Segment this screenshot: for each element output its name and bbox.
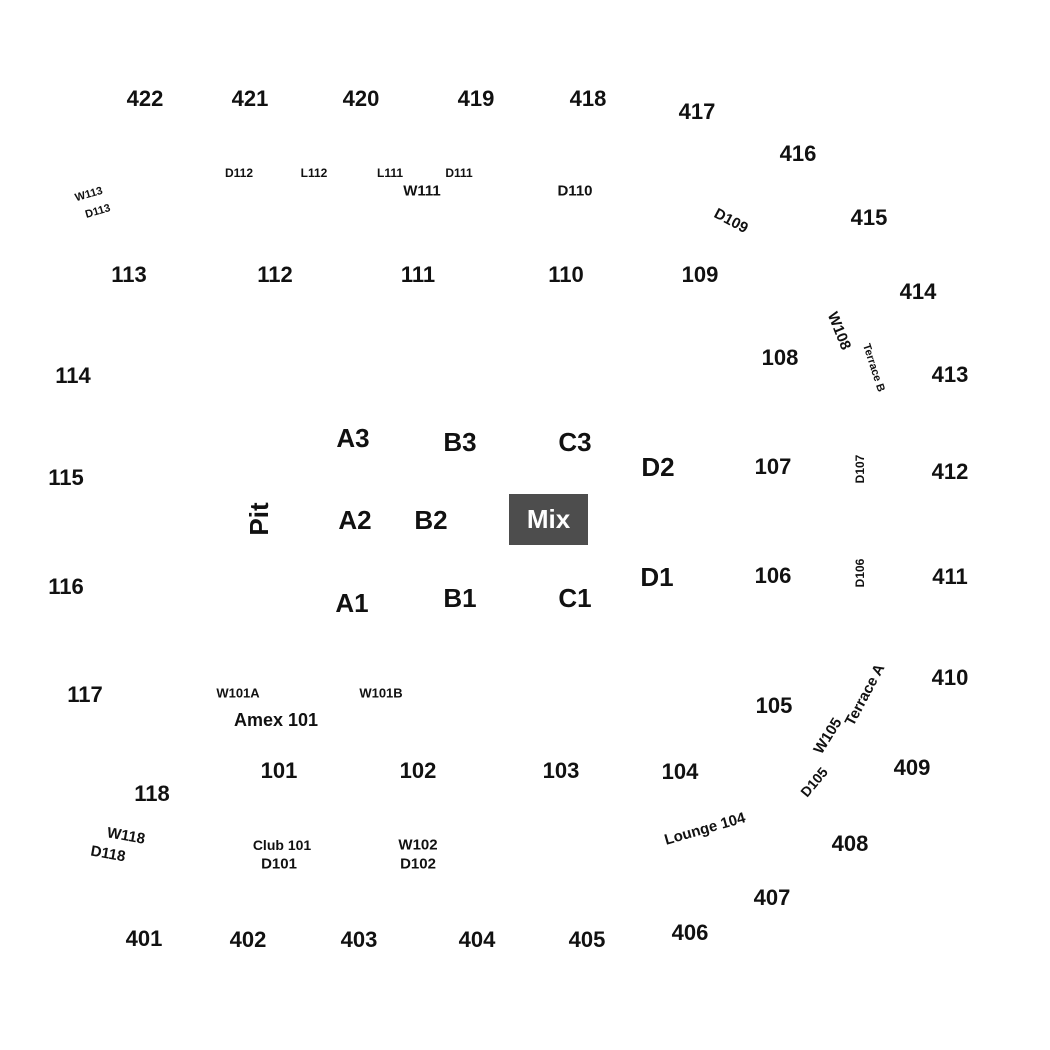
label-d107[interactable]: D107	[853, 454, 867, 484]
section-405[interactable]: 405	[568, 927, 606, 952]
label-w111[interactable]: W111	[403, 182, 441, 200]
label-w113[interactable]: W113	[73, 184, 105, 205]
label-d106[interactable]: D106	[853, 558, 867, 588]
section-108[interactable]: 108	[761, 345, 799, 370]
section-419[interactable]: 419	[457, 86, 495, 111]
label-club-101[interactable]: Club 101	[252, 837, 312, 853]
label-l111[interactable]: L111	[376, 166, 404, 180]
section-420[interactable]: 420	[342, 86, 380, 111]
section-410[interactable]: 410	[931, 665, 969, 690]
label-w102[interactable]: W102	[398, 836, 438, 854]
label-terrace-b[interactable]: Terrace B	[860, 342, 887, 394]
floor-a1[interactable]: A1	[335, 588, 369, 618]
section-404[interactable]: 404	[458, 927, 496, 952]
label-d118[interactable]: D118	[89, 842, 127, 866]
section-408[interactable]: 408	[831, 831, 869, 856]
section-415[interactable]: 415	[850, 205, 888, 230]
floor-d1[interactable]: D1	[640, 562, 674, 592]
section-112[interactable]: 112	[257, 262, 293, 287]
label-l112[interactable]: L112	[300, 166, 328, 180]
label-d111[interactable]: D111	[445, 166, 473, 180]
label-w101a[interactable]: W101A	[216, 685, 260, 701]
section-115[interactable]: 115	[48, 465, 84, 490]
section-110[interactable]: 110	[548, 262, 584, 287]
section-421[interactable]: 421	[231, 86, 269, 111]
label-lounge-104[interactable]: Lounge 104	[662, 809, 748, 849]
section-402[interactable]: 402	[229, 927, 267, 952]
floor-a2[interactable]: A2	[338, 505, 372, 535]
label-d110[interactable]: D110	[557, 182, 593, 200]
section-414[interactable]: 414	[899, 279, 937, 304]
section-113[interactable]: 113	[111, 262, 147, 287]
mix-position[interactable]: Mix	[509, 494, 588, 545]
floor-b1[interactable]: B1	[443, 583, 477, 613]
section-103[interactable]: 103	[542, 758, 580, 783]
floor-pit[interactable]: Pit	[244, 502, 274, 536]
section-104[interactable]: 104	[661, 759, 699, 784]
label-amex-101[interactable]: Amex 101	[233, 710, 319, 730]
label-d105[interactable]: D105	[797, 764, 831, 800]
section-403[interactable]: 403	[340, 927, 378, 952]
section-102[interactable]: 102	[399, 758, 437, 783]
section-118[interactable]: 118	[134, 781, 170, 806]
section-109[interactable]: 109	[681, 262, 719, 287]
section-117[interactable]: 117	[67, 682, 103, 707]
label-d112[interactable]: D112	[224, 166, 254, 180]
floor-a3[interactable]: A3	[336, 423, 370, 453]
section-116[interactable]: 116	[48, 574, 84, 599]
section-101[interactable]: 101	[260, 758, 298, 783]
label-d113[interactable]: D113	[83, 202, 112, 221]
label-d109[interactable]: D109	[711, 205, 751, 237]
section-418[interactable]: 418	[569, 86, 607, 111]
section-406[interactable]: 406	[671, 920, 709, 945]
floor-b3[interactable]: B3	[443, 427, 477, 457]
section-106[interactable]: 106	[754, 563, 792, 588]
section-107[interactable]: 107	[754, 454, 792, 479]
section-417[interactable]: 417	[678, 99, 716, 124]
label-terrace-a[interactable]: Terrace A	[841, 661, 889, 729]
label-w118[interactable]: W118	[105, 824, 147, 848]
section-407[interactable]: 407	[753, 885, 791, 910]
section-114[interactable]: 114	[55, 363, 91, 388]
section-111[interactable]: 111	[400, 262, 436, 287]
floor-c1[interactable]: C1	[558, 583, 592, 613]
floor-d2[interactable]: D2	[641, 452, 675, 482]
mix-label: Mix	[526, 504, 571, 534]
floor-b2[interactable]: B2	[414, 505, 448, 535]
section-422[interactable]: 422	[126, 86, 164, 111]
label-w105[interactable]: W105	[810, 714, 846, 758]
label-d101[interactable]: D101	[261, 855, 297, 873]
label-d102[interactable]: D102	[400, 855, 436, 873]
section-409[interactable]: 409	[893, 755, 931, 780]
section-411[interactable]: 411	[932, 564, 968, 589]
section-105[interactable]: 105	[755, 693, 793, 718]
section-416[interactable]: 416	[779, 141, 817, 166]
section-412[interactable]: 412	[931, 459, 969, 484]
label-w108[interactable]: W108	[823, 309, 855, 353]
section-413[interactable]: 413	[931, 362, 969, 387]
section-401[interactable]: 401	[125, 926, 163, 951]
floor-c3[interactable]: C3	[558, 427, 592, 457]
label-w101b[interactable]: W101B	[359, 685, 403, 701]
